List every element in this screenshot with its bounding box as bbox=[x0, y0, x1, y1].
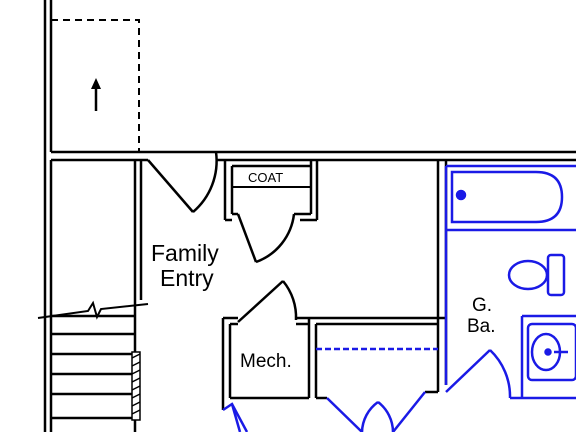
toilet-icon bbox=[507, 253, 566, 297]
guest-bath-label-line1: G. bbox=[472, 295, 492, 316]
coat-closet-label: COAT bbox=[248, 170, 283, 185]
stair-treads bbox=[51, 314, 135, 420]
laundry-area bbox=[309, 316, 446, 400]
garage-area bbox=[43, 0, 576, 432]
family-entry-label-line1: Family bbox=[151, 240, 219, 266]
up-arrow-icon bbox=[91, 78, 101, 111]
stair-walls bbox=[49, 160, 143, 432]
stair-rail bbox=[131, 351, 141, 421]
break-line-icon bbox=[37, 300, 149, 320]
mechanical-room bbox=[221, 280, 318, 410]
guest-bath-door bbox=[445, 349, 512, 399]
bathtub-icon bbox=[450, 170, 564, 224]
guest-bath-label-line2: Ba. bbox=[467, 316, 496, 337]
sink-icon bbox=[526, 322, 576, 382]
garage-storage-outline bbox=[51, 19, 140, 152]
plumbing-bottom bbox=[222, 391, 426, 432]
family-entry-label-line2: Entry bbox=[160, 265, 214, 291]
coat-closet bbox=[223, 160, 319, 264]
guest-bath-walls bbox=[444, 164, 576, 400]
mechanical-room-label: Mech. bbox=[240, 351, 292, 372]
garage-entry-door bbox=[147, 151, 218, 213]
